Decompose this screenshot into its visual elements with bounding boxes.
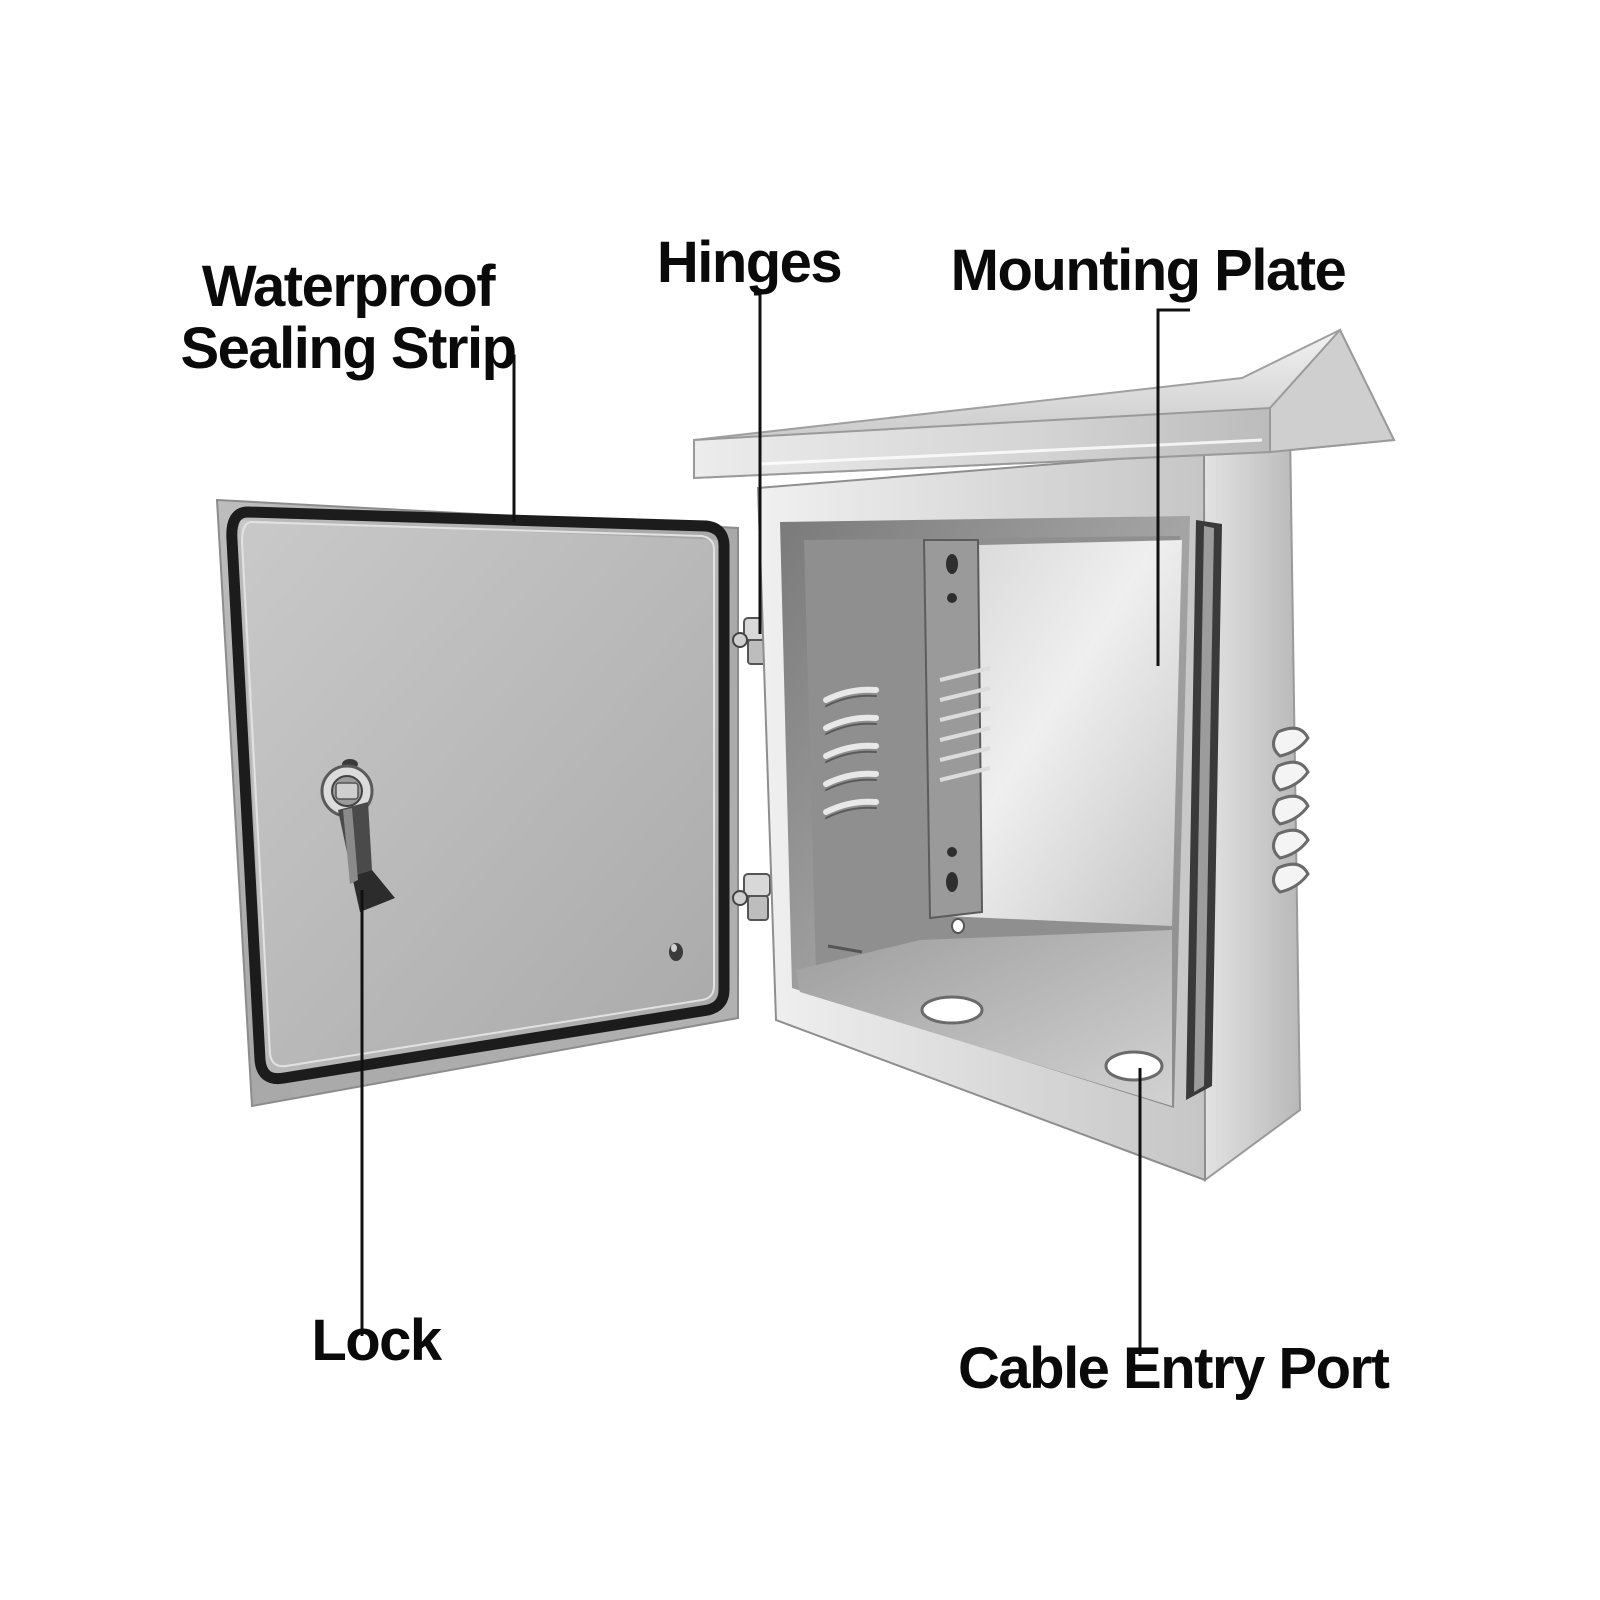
label-hinges: Hinges bbox=[656, 230, 843, 295]
roof bbox=[693, 328, 1396, 480]
label-sealing-strip-line2: Sealing Strip bbox=[180, 316, 517, 381]
label-mounting-plate: Mounting Plate bbox=[950, 238, 1347, 303]
interior-left-vents bbox=[823, 686, 879, 815]
leader-hinges bbox=[754, 292, 762, 634]
door-inner-panel bbox=[240, 520, 722, 1080]
label-sealing-strip-line1: Waterproof bbox=[201, 254, 496, 319]
leader-mounting-plate bbox=[1156, 308, 1190, 666]
label-waterproof-sealing-strip: Waterproof Sealing Strip bbox=[178, 256, 518, 380]
label-lock: Lock bbox=[311, 1308, 442, 1373]
door bbox=[215, 498, 739, 1108]
lock-icon bbox=[320, 759, 395, 912]
roof-side-slope bbox=[1269, 328, 1396, 454]
bracket-vents bbox=[939, 666, 991, 782]
waterproof-sealing-gasket bbox=[226, 506, 730, 1085]
leader-lines bbox=[360, 292, 1190, 1356]
enclosure-floor bbox=[796, 930, 1172, 1106]
enclosure-body bbox=[756, 428, 1310, 1182]
mounting-plate bbox=[940, 540, 1182, 926]
side-vents bbox=[1272, 726, 1310, 894]
label-cable-entry-port: Cable Entry Port bbox=[958, 1336, 1390, 1401]
cable-entry-hole-1 bbox=[920, 995, 984, 1025]
leader-sealing-strip bbox=[508, 354, 516, 522]
cable-entry-hole-2 bbox=[1104, 1050, 1164, 1082]
